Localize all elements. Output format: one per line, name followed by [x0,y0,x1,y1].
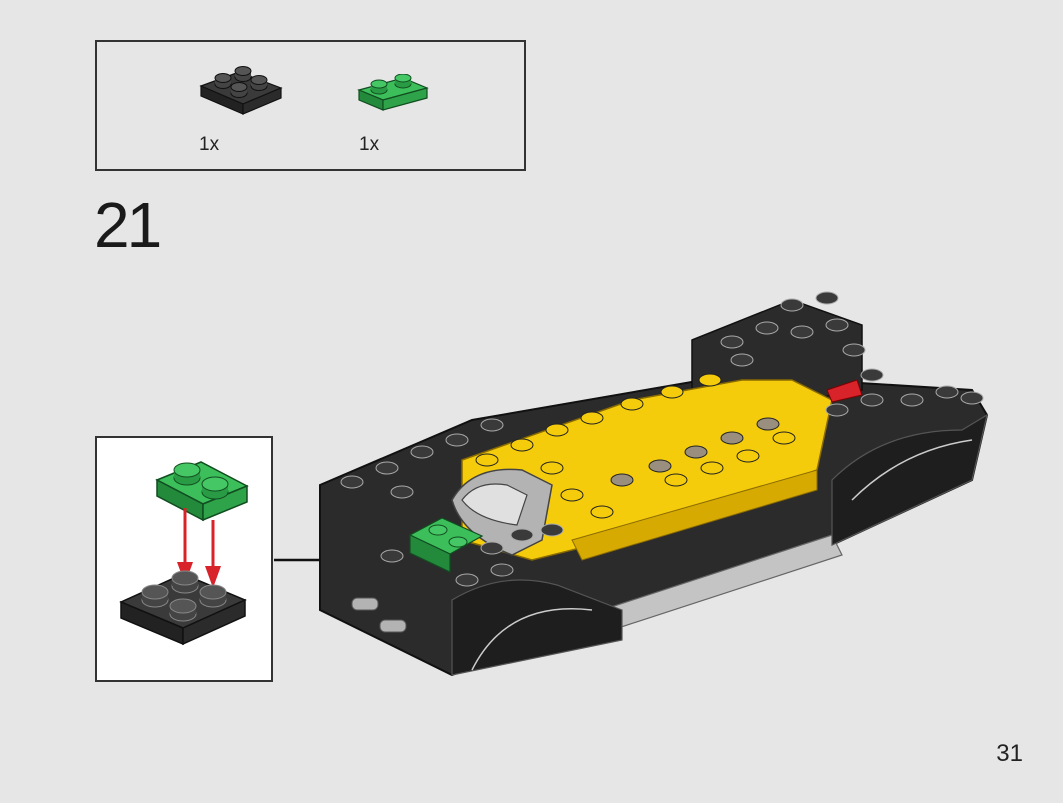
tan-studs [610,417,780,487]
step-number: 21 [94,189,162,261]
green-plate-1x2-icon [357,74,429,111]
main-model-illustration [274,291,989,677]
parts-list-box: 1x 1x [95,40,526,171]
sub-assembly-callout [95,436,273,682]
black-plate-sub-icon [119,570,247,646]
green-plate-quantity: 1x [359,134,380,155]
green-plate-attached-icon [408,517,484,573]
yellow-studs [475,373,796,519]
yellow-section [461,379,863,561]
green-plate-sub-icon [155,461,249,522]
black-plate-quantity: 1x [199,134,220,155]
page-number: 31 [996,740,1023,767]
black-plate-2x2-icon [199,66,283,115]
black-studs [340,291,984,587]
sub-assembly-illustration [119,461,249,646]
